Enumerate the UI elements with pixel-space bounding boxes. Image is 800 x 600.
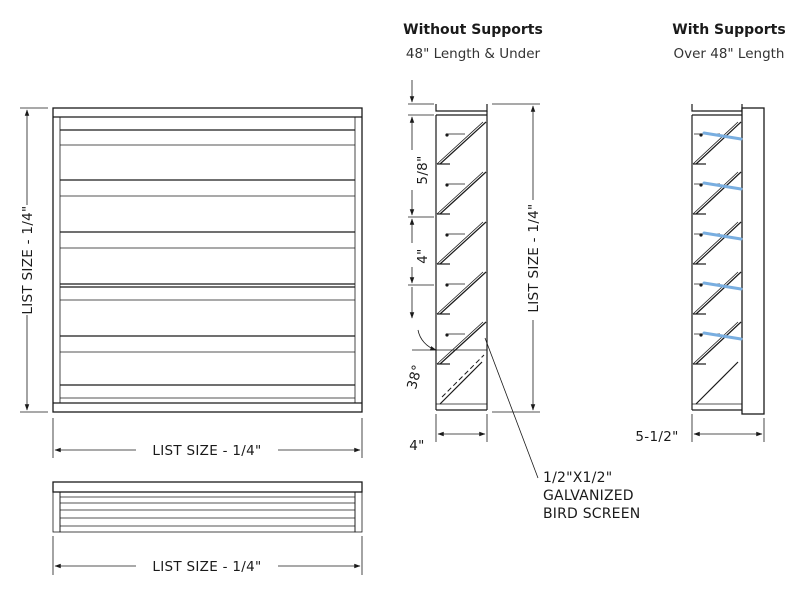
support-blade [695,321,742,365]
blade-spacing-label: 5/8" [415,155,431,184]
section-blade [439,121,487,165]
section-blade [439,271,487,315]
support-blade [695,121,742,165]
front-width-label: LIST SIZE - 1/4" [152,443,261,459]
support-blade [692,171,739,215]
blade-pitch-label: 4" [415,248,431,263]
blade-dimension-chain: 5/8" 4" 38° [402,80,487,391]
support-bars [702,131,743,341]
section-blade [439,321,487,365]
without-supports-title: Without Supports [403,22,543,38]
section-blade [445,133,449,137]
support-bar [702,231,743,241]
without-supports-subtitle: 48" Length & Under [406,46,541,62]
depth-without-label: 4" [409,438,424,454]
depth-with-dimension: 5-1/2" [635,414,765,445]
screen-note-line1: 1/2"X1/2" [543,470,612,486]
section-blade [436,271,484,315]
support-blade [695,271,742,315]
section-with-supports [691,104,765,415]
support-blade [692,321,739,365]
support-blade [695,361,739,405]
support-blade [699,183,703,187]
section-blade [445,283,449,287]
front-outer-frame [52,107,363,413]
support-blade [699,233,703,237]
front-height-dimension: LIST SIZE - 1/4" [18,107,48,413]
support-bar [702,181,743,191]
section-blades [436,121,487,405]
support-blade [699,333,703,337]
screen-leader-line [484,337,539,479]
section-height-dimension: LIST SIZE - 1/4" [492,103,542,413]
support-blade [699,133,703,137]
section-blade [439,171,487,215]
front-view [52,107,363,413]
front-blades [60,129,355,399]
section-blade [436,221,484,265]
section-without-supports [435,104,488,411]
support-blade [692,121,739,165]
bird-screen-line [441,354,485,398]
section-blade [436,321,484,365]
section-blade [445,233,449,237]
top-view [52,481,363,533]
blade-angle-label: 38° [404,363,426,391]
support-bar [702,331,743,341]
section-blade [439,221,487,265]
support-blade [692,271,739,315]
depth-with-label: 5-1/2" [635,429,678,445]
support-blade [692,221,739,265]
support-channel [741,107,765,415]
section-blade [436,121,484,165]
with-supports-title: With Supports [672,22,785,38]
front-height-label: LIST SIZE - 1/4" [20,205,36,314]
screen-note-line3: BIRD SCREEN [543,506,640,522]
screen-note-line2: GALVANIZED [543,488,634,504]
support-blade [695,171,742,215]
section-blade [445,183,449,187]
section-height-label: LIST SIZE - 1/4" [526,203,542,312]
support-blade [695,221,742,265]
top-width-dimension: LIST SIZE - 1/4" [52,536,363,576]
support-blades [692,121,742,405]
support-bar [702,131,743,141]
section-blade [445,333,449,337]
top-width-label: LIST SIZE - 1/4" [152,559,261,575]
support-blade [699,283,703,287]
section-blade [439,361,483,405]
depth-without-dimension: 4" [409,414,488,454]
section-blade [436,171,484,215]
support-bar [702,281,743,291]
bird-screen-note: 1/2"X1/2" GALVANIZED BIRD SCREEN [543,470,640,522]
with-supports-subtitle: Over 48" Length [673,46,784,62]
front-width-dimension: LIST SIZE - 1/4" [52,418,363,460]
